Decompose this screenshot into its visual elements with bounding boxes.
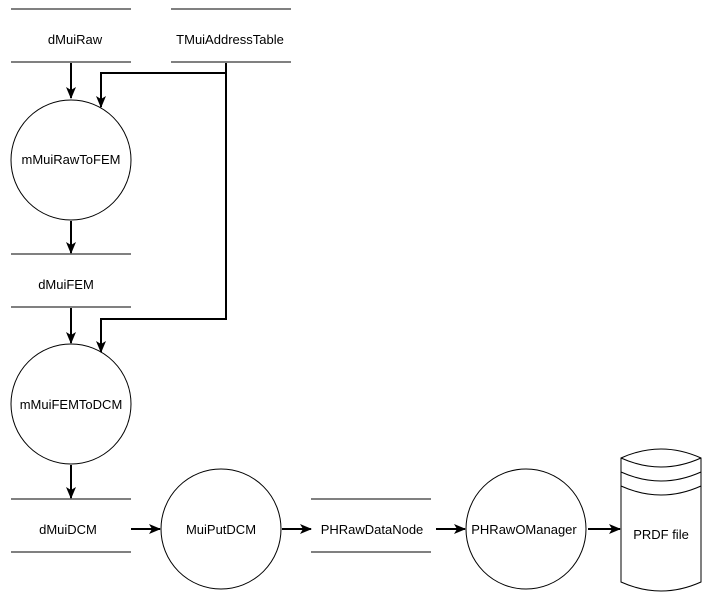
store-tmuiaddresstable: TMuiAddressTable (171, 8, 291, 63)
store-dmuifem: dMuiFEM (11, 253, 131, 308)
store-phrawdatanode-label: PHRawDataNode (321, 522, 424, 537)
process-mmuifemtodcm-label: mMuiFEMToDCM (20, 397, 123, 412)
process-mmuirawtofem-label: mMuiRawToFEM (22, 152, 121, 167)
store-dmuiraw: dMuiRaw (11, 8, 131, 63)
process-phrawomanager-label: PHRawOManager (471, 522, 577, 537)
store-dmuifem-label: dMuiFEM (38, 277, 94, 292)
arrow-tmuiaddresstable-to-mmuifemtodcm (96, 73, 227, 353)
arrow-tmuiaddresstable-to-mmuirawtofem (96, 63, 227, 108)
process-phrawomanager: PHRawOManager (465, 468, 587, 590)
store-dmuidcm-label: dMuiDCM (39, 522, 97, 537)
prdf-file-cylinder: PRDF file (620, 448, 702, 592)
store-phrawdatanode: PHRawDataNode (311, 498, 431, 553)
process-mmuirawtofem: mMuiRawToFEM (10, 99, 132, 221)
process-muiputdcm-label: MuiPutDCM (186, 522, 256, 537)
process-mmuifemtodcm: mMuiFEMToDCM (10, 343, 132, 465)
store-tmuiaddresstable-label: TMuiAddressTable (176, 32, 284, 47)
prdf-file-label: PRDF file (633, 527, 689, 542)
store-dmuiraw-label: dMuiRaw (48, 32, 103, 47)
process-muiputdcm: MuiPutDCM (160, 468, 282, 590)
store-dmuidcm: dMuiDCM (11, 498, 131, 553)
